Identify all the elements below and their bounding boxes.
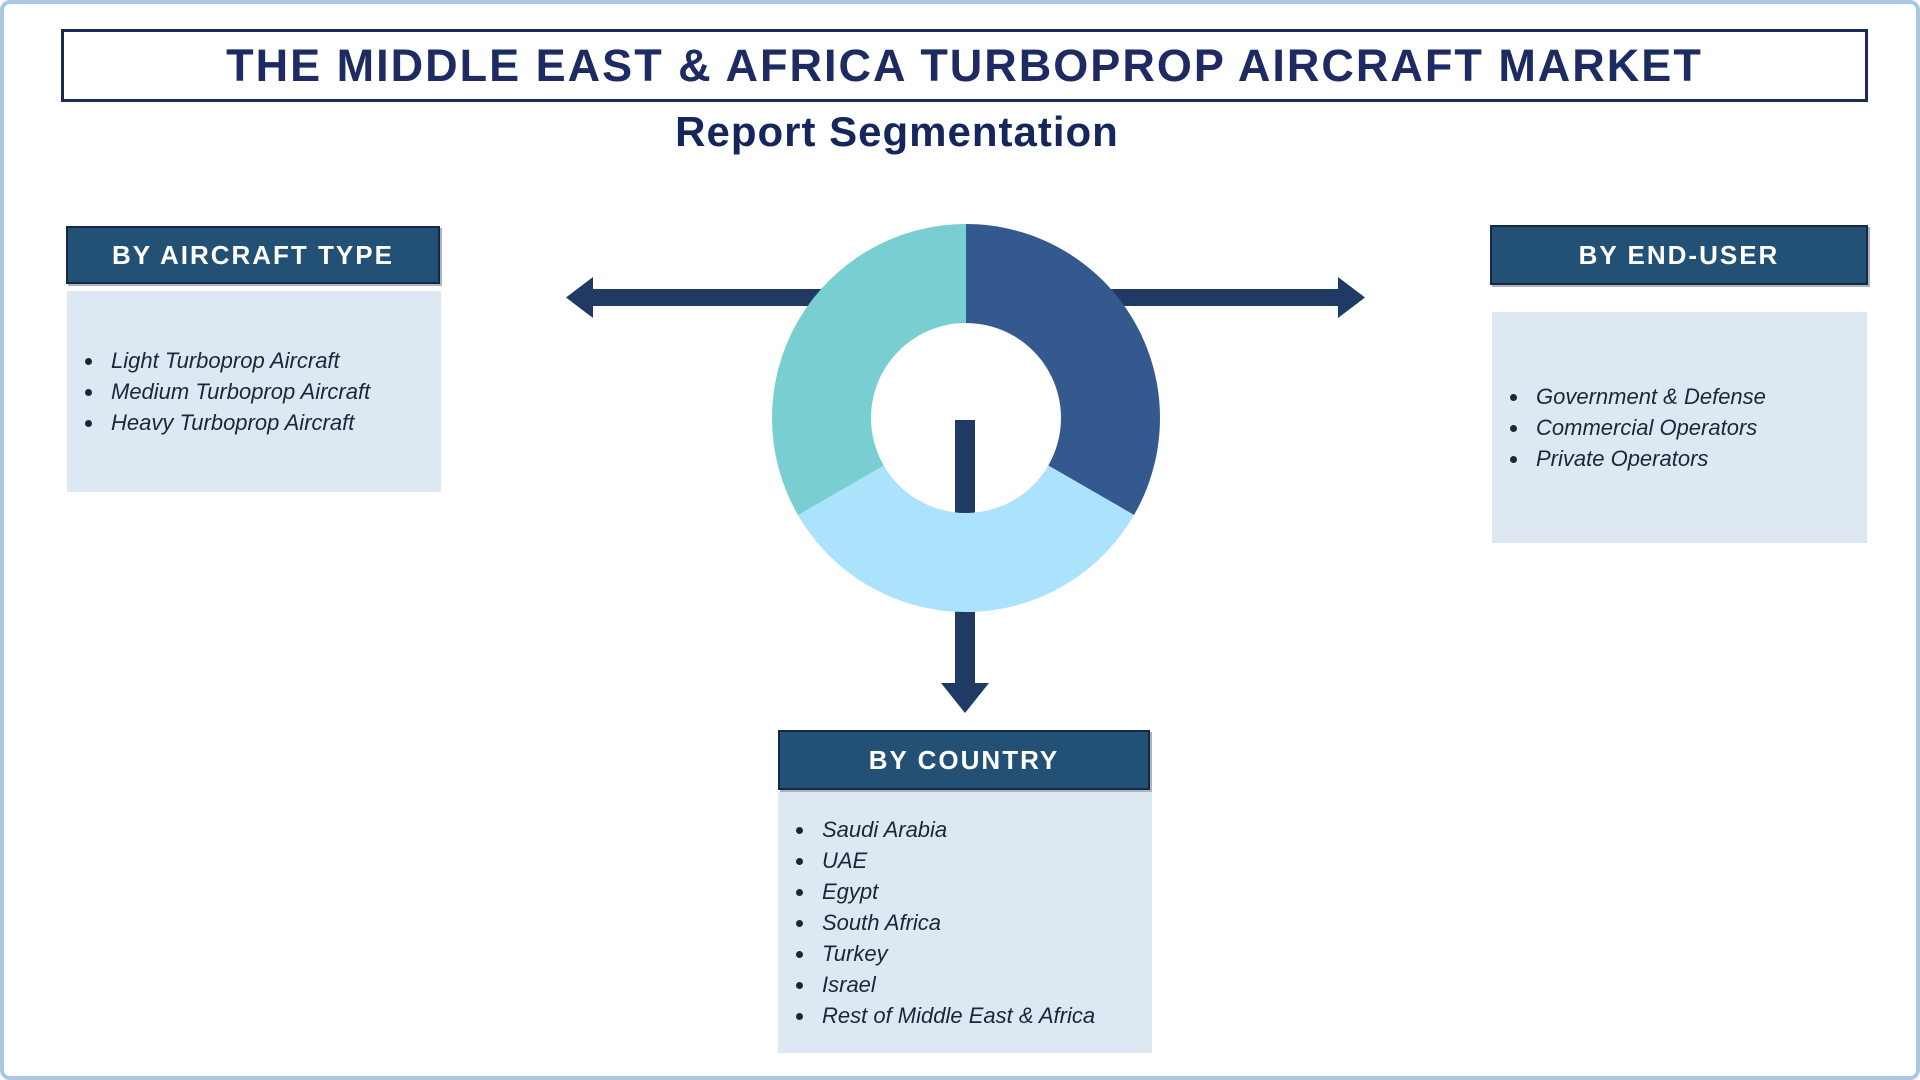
donut-segment-dark-blue [966, 224, 1160, 515]
aircraft-type-header-label: BY AIRCRAFT TYPE [112, 239, 394, 270]
aircraft-type-header: BY AIRCRAFT TYPE [66, 226, 440, 284]
page-title: THE MIDDLE EAST & AFRICA TURBOPROP AIRCR… [226, 39, 1703, 91]
end-user-items: Government & DefenseCommercial Operators… [1492, 381, 1766, 474]
end-user-header-label: BY END-USER [1578, 239, 1780, 270]
list-item: Saudi Arabia [816, 814, 1095, 845]
end-user-header: BY END-USER [1490, 225, 1868, 285]
list-item: Rest of Middle East & Africa [816, 1000, 1095, 1031]
list-item: Light Turboprop Aircraft [105, 345, 370, 376]
list-item: Heavy Turboprop Aircraft [105, 407, 370, 438]
country-header-label: BY COUNTRY [868, 744, 1060, 775]
list-item: Israel [816, 969, 1095, 1000]
aircraft-type-items: Light Turboprop AircraftMedium Turboprop… [67, 345, 370, 438]
country-items: Saudi ArabiaUAEEgyptSouth AfricaTurkeyIs… [778, 814, 1095, 1031]
list-item: Private Operators [1530, 443, 1766, 474]
country-list: Saudi ArabiaUAEEgyptSouth AfricaTurkeyIs… [778, 792, 1152, 1053]
donut-segment-teal [772, 224, 966, 516]
list-item: Medium Turboprop Aircraft [105, 376, 370, 407]
list-item: Commercial Operators [1530, 412, 1766, 443]
list-item: South Africa [816, 907, 1095, 938]
title-box: THE MIDDLE EAST & AFRICA TURBOPROP AIRCR… [61, 29, 1868, 102]
list-item: Government & Defense [1530, 381, 1766, 412]
list-item: Egypt [816, 876, 1095, 907]
list-item: Turkey [816, 938, 1095, 969]
end-user-list: Government & DefenseCommercial Operators… [1492, 312, 1867, 543]
aircraft-type-list: Light Turboprop AircraftMedium Turboprop… [67, 291, 441, 492]
donut-chart [772, 224, 1160, 612]
list-item: UAE [816, 845, 1095, 876]
donut-segment-light-blue [798, 465, 1135, 612]
page-subtitle: Report Segmentation [675, 108, 1119, 155]
country-header: BY COUNTRY [778, 730, 1150, 790]
